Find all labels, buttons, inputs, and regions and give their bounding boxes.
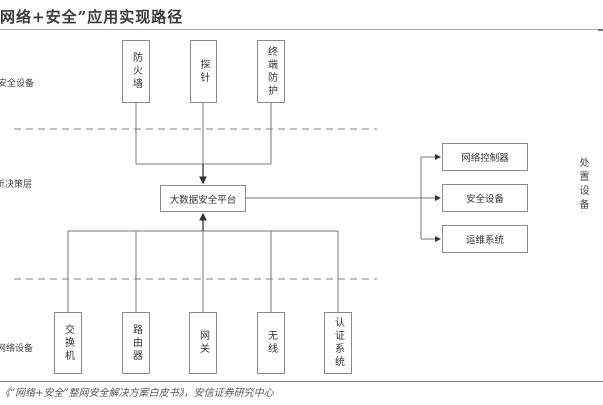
- node-label: 交换机: [62, 323, 74, 363]
- node-label: 认证系统: [332, 317, 344, 369]
- node-big-data-platform: 大数据安全平台: [160, 185, 246, 212]
- node-label: 安全设备: [465, 194, 504, 205]
- node-wireless: 无线: [257, 312, 285, 374]
- node-label: 探针: [198, 58, 209, 85]
- node-firewall: 防火墙: [122, 40, 150, 103]
- node-router: 路由器: [122, 312, 150, 374]
- node-label: 大数据安全平台: [169, 194, 237, 206]
- title-divider: [0, 29, 599, 30]
- diagram-title: 网络+安全”应用实现路径: [0, 8, 184, 26]
- node-label: 网络控制器: [461, 153, 509, 164]
- node-label: 运维系统: [465, 235, 504, 246]
- footer-divider: [0, 381, 603, 382]
- response-group-label: 处置设备: [577, 157, 588, 213]
- node-label: 路由器: [130, 323, 142, 363]
- node-security-device: 安全设备: [442, 184, 528, 212]
- node-label: 终端防护: [265, 45, 277, 98]
- node-ops-system: 运维系统: [442, 225, 528, 253]
- layer-label-decision: 析决策层: [0, 180, 33, 190]
- title-divider-tick: [598, 29, 603, 31]
- node-switch: 交换机: [54, 312, 82, 374]
- node-gateway: 网关: [189, 312, 217, 374]
- node-network-controller: 网络控制器: [442, 143, 528, 171]
- node-endpoint-protection: 终端防护: [257, 40, 285, 103]
- layer-label-security: 安全设备: [0, 79, 35, 89]
- node-label: 网关: [197, 330, 209, 356]
- source-footer: 《“网络+安全”整网安全解决方案白皮书》，安信证券研究中心: [0, 388, 274, 399]
- node-label: 无线: [265, 330, 277, 356]
- node-probe: 探针: [190, 40, 217, 103]
- node-label: 防火墙: [130, 52, 142, 91]
- node-auth-system: 认证系统: [324, 312, 352, 374]
- layer-label-network: 网络设备: [0, 344, 34, 354]
